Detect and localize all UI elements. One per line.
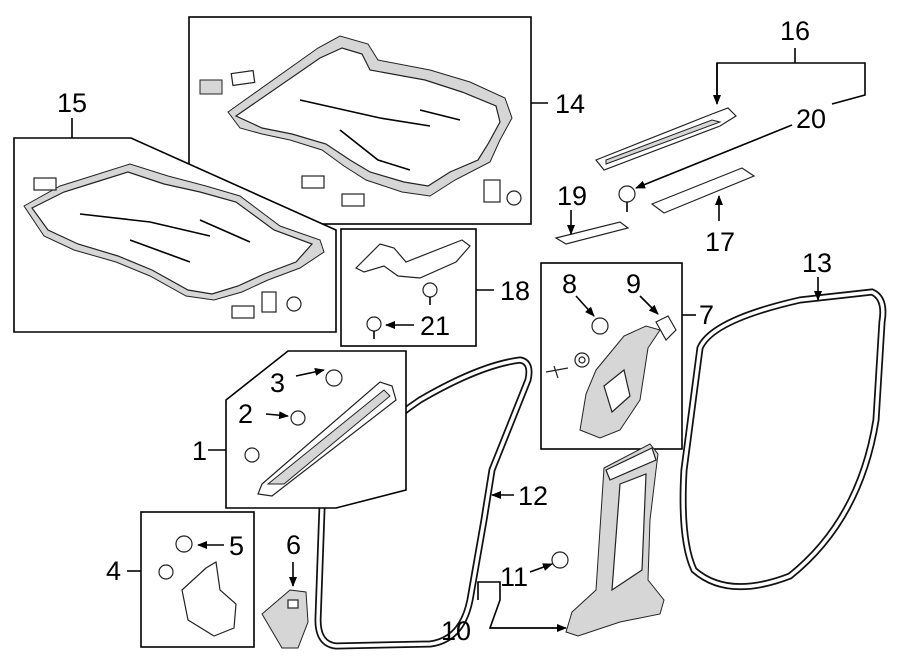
- pad-front-3: [301, 175, 325, 189]
- clip-1: [244, 447, 260, 463]
- arrow-20: [635, 124, 793, 189]
- bracket-4: [181, 561, 237, 637]
- clip-9: [655, 315, 677, 341]
- pad-front-4: [341, 193, 365, 207]
- clip-3: [325, 369, 343, 387]
- callout-1: 1: [192, 436, 207, 466]
- pad-front-1: [199, 79, 223, 95]
- clip-20: [618, 185, 636, 203]
- garnish-box: [225, 350, 407, 509]
- trim-6: [261, 589, 309, 649]
- bracket-18-group: [340, 228, 477, 347]
- clip-front-1: [483, 179, 501, 203]
- carpet-rear-ribs: [79, 213, 251, 263]
- clip-11: [551, 551, 569, 569]
- callout-9: 9: [626, 269, 641, 299]
- clip-front-2: [506, 190, 522, 206]
- callout-13: 13: [802, 248, 832, 278]
- carpet-rear-group: [13, 137, 337, 333]
- lower-pillar-face: [611, 473, 647, 592]
- garnish-group: [225, 350, 407, 509]
- callout-21: 21: [420, 311, 450, 341]
- arrow-9: [639, 295, 659, 315]
- callout-14: 14: [555, 89, 585, 119]
- callout-8: 8: [562, 269, 577, 299]
- pad-rear-1: [33, 177, 57, 191]
- washer-hole: [578, 356, 586, 364]
- clip-rear-1: [261, 291, 277, 313]
- bracket-4-group: [140, 511, 255, 648]
- clip-rear-2: [286, 296, 302, 312]
- callout-10: 10: [441, 616, 471, 646]
- callout-6: 6: [286, 530, 301, 560]
- carpet-front-ribs: [299, 99, 461, 171]
- lower-pillar-group: [551, 443, 665, 637]
- lower-pillar-top: [605, 447, 657, 481]
- pillar-trim-slot: [603, 368, 631, 414]
- callout-12: 12: [518, 481, 548, 511]
- weatherstrip-13: [679, 288, 887, 591]
- clip-4: [158, 564, 174, 580]
- screw: [545, 365, 569, 379]
- garnish-1-face: [266, 389, 391, 485]
- callout-18: 18: [500, 276, 530, 306]
- bracket-16: [716, 62, 866, 105]
- clip-8: [591, 317, 609, 335]
- weatherstrip-13-core: [681, 290, 885, 589]
- clip-5: [175, 535, 193, 553]
- pad-rear-2: [231, 305, 255, 319]
- callout-19: 19: [557, 181, 587, 211]
- callout-20: 20: [796, 104, 826, 134]
- carpet-rear-floor: [31, 171, 314, 295]
- arrow-8: [575, 295, 595, 317]
- callout-7: 7: [699, 300, 714, 330]
- arrow-3: [295, 367, 325, 377]
- clip-2: [290, 410, 306, 426]
- sill-plate-group: [595, 107, 737, 212]
- trim-6-slot: [287, 599, 299, 609]
- carpet-front-floor: [234, 47, 501, 187]
- sill-plate-inner: [605, 119, 722, 165]
- strip-19: [554, 221, 630, 245]
- callout-11: 11: [500, 562, 528, 592]
- callout-4: 4: [106, 556, 121, 586]
- callout-3: 3: [270, 368, 285, 398]
- callout-2: 2: [238, 399, 253, 429]
- callout-17: 17: [705, 227, 735, 257]
- pillar-trim-group: [540, 262, 683, 450]
- pad-front-2: [230, 69, 256, 87]
- callout-5: 5: [229, 531, 244, 561]
- arrow-11: [529, 563, 553, 573]
- callout-15: 15: [57, 88, 87, 118]
- callout-16: 16: [780, 16, 810, 46]
- arrow-2: [265, 411, 289, 420]
- bracket-18: [354, 239, 471, 279]
- step-strip-17: [650, 167, 756, 214]
- bracket-18-clip: [422, 282, 438, 298]
- clip-21: [366, 316, 382, 332]
